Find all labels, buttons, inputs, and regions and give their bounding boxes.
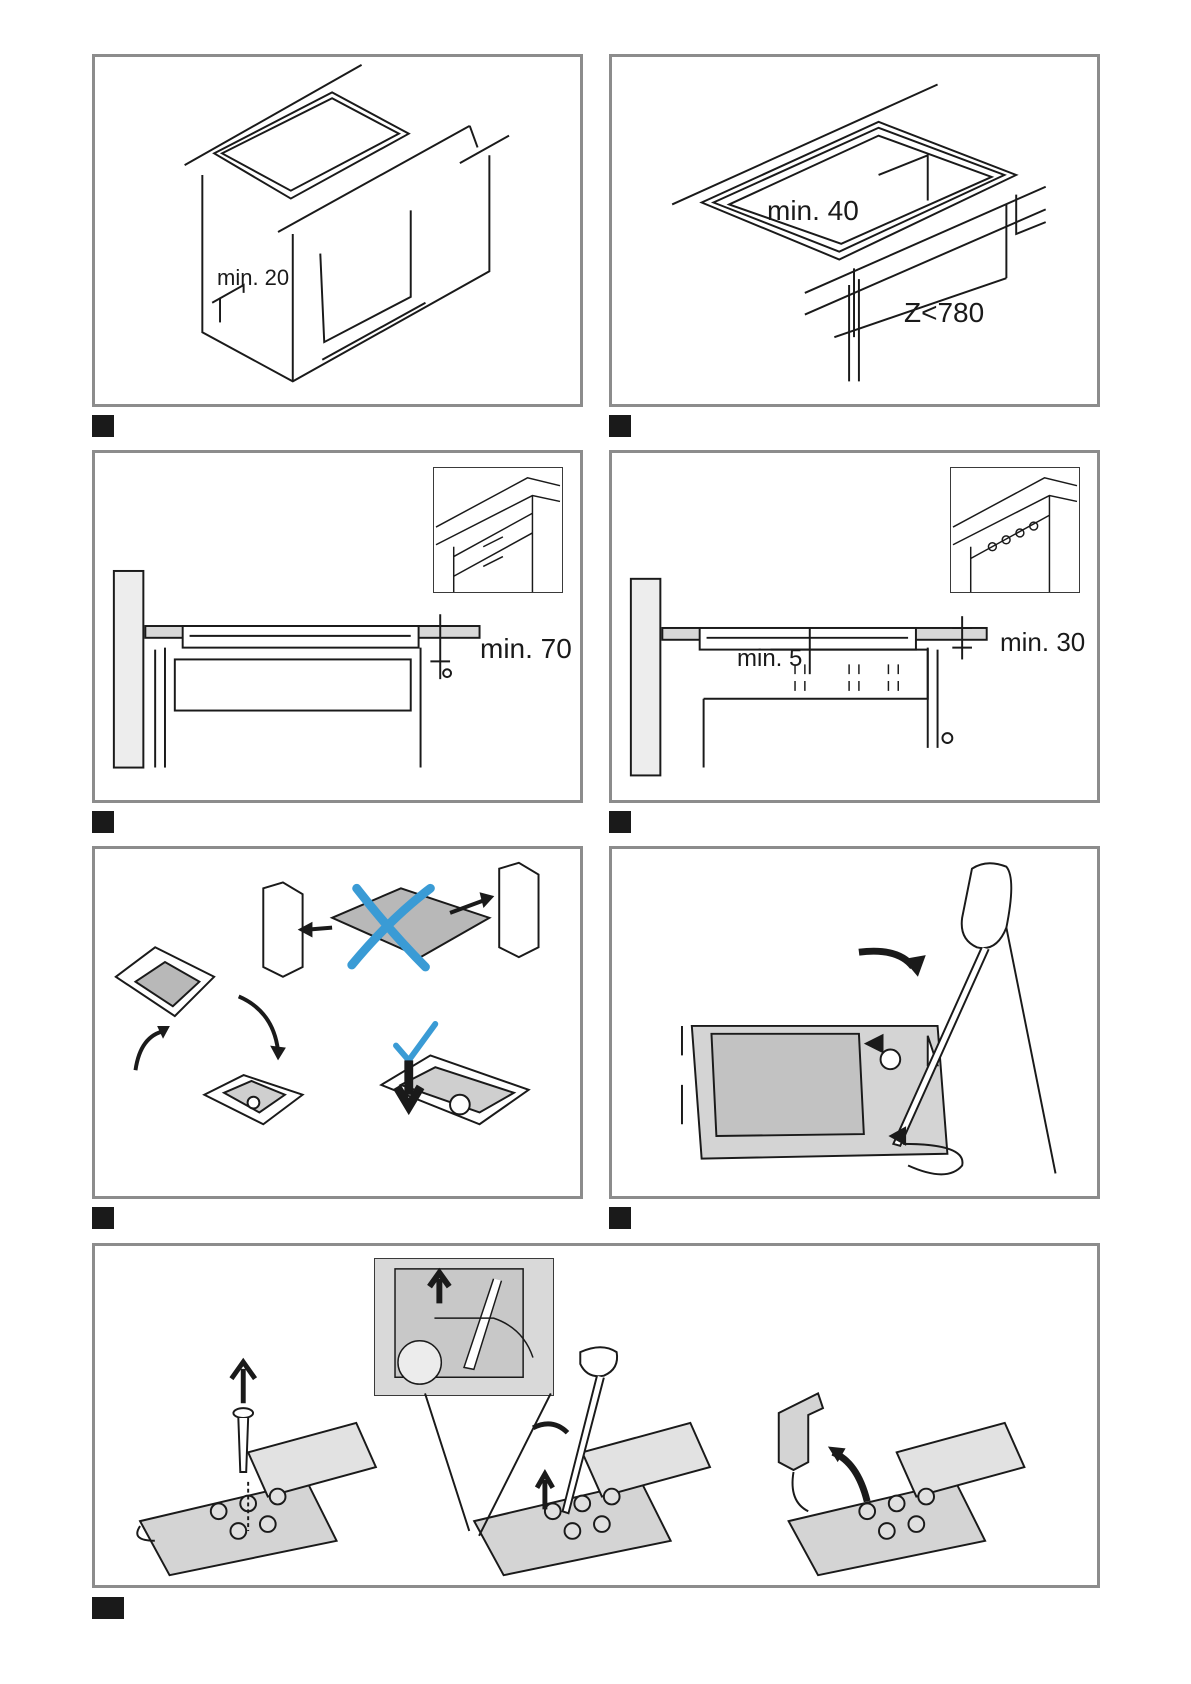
figure-3-badge xyxy=(92,811,114,833)
figure-7-badge xyxy=(92,1597,124,1619)
arrow-icon xyxy=(231,1362,255,1403)
dimension-label: min. 30 xyxy=(1000,629,1085,655)
dimension-label: min. 5 xyxy=(737,647,802,671)
clip-release-illustration xyxy=(612,849,1097,1196)
figure-1-panel: min. 20 xyxy=(92,54,583,407)
figure-3-panel: min. 70 xyxy=(92,450,583,803)
figure-6-badge xyxy=(609,1207,631,1229)
dimension-label: min. 40 xyxy=(767,197,859,225)
figure-6-panel xyxy=(609,846,1100,1199)
cable-clamp-removal-sequence xyxy=(95,1246,1097,1585)
figure-2-badge xyxy=(609,415,631,437)
figure-4-panel: min. 5 min. 30 xyxy=(609,450,1100,803)
dimension-label: min. 20 xyxy=(217,267,289,289)
cabinet-cutout-illustration xyxy=(95,57,580,404)
worktop-cutout-illustration xyxy=(612,57,1097,404)
figure-2-panel: min. 40 Z<780 xyxy=(609,54,1100,407)
figure-5-panel xyxy=(92,846,583,1199)
figure-4-badge xyxy=(609,811,631,833)
drawer-clearance-section xyxy=(95,453,580,800)
dimension-label: min. 70 xyxy=(480,635,572,663)
figure-5-badge xyxy=(92,1207,114,1229)
figure-1-badge xyxy=(92,415,114,437)
figure-7-panel xyxy=(92,1243,1100,1588)
packaging-removal-illustration xyxy=(95,849,580,1196)
dimension-label: Z<780 xyxy=(904,299,984,327)
